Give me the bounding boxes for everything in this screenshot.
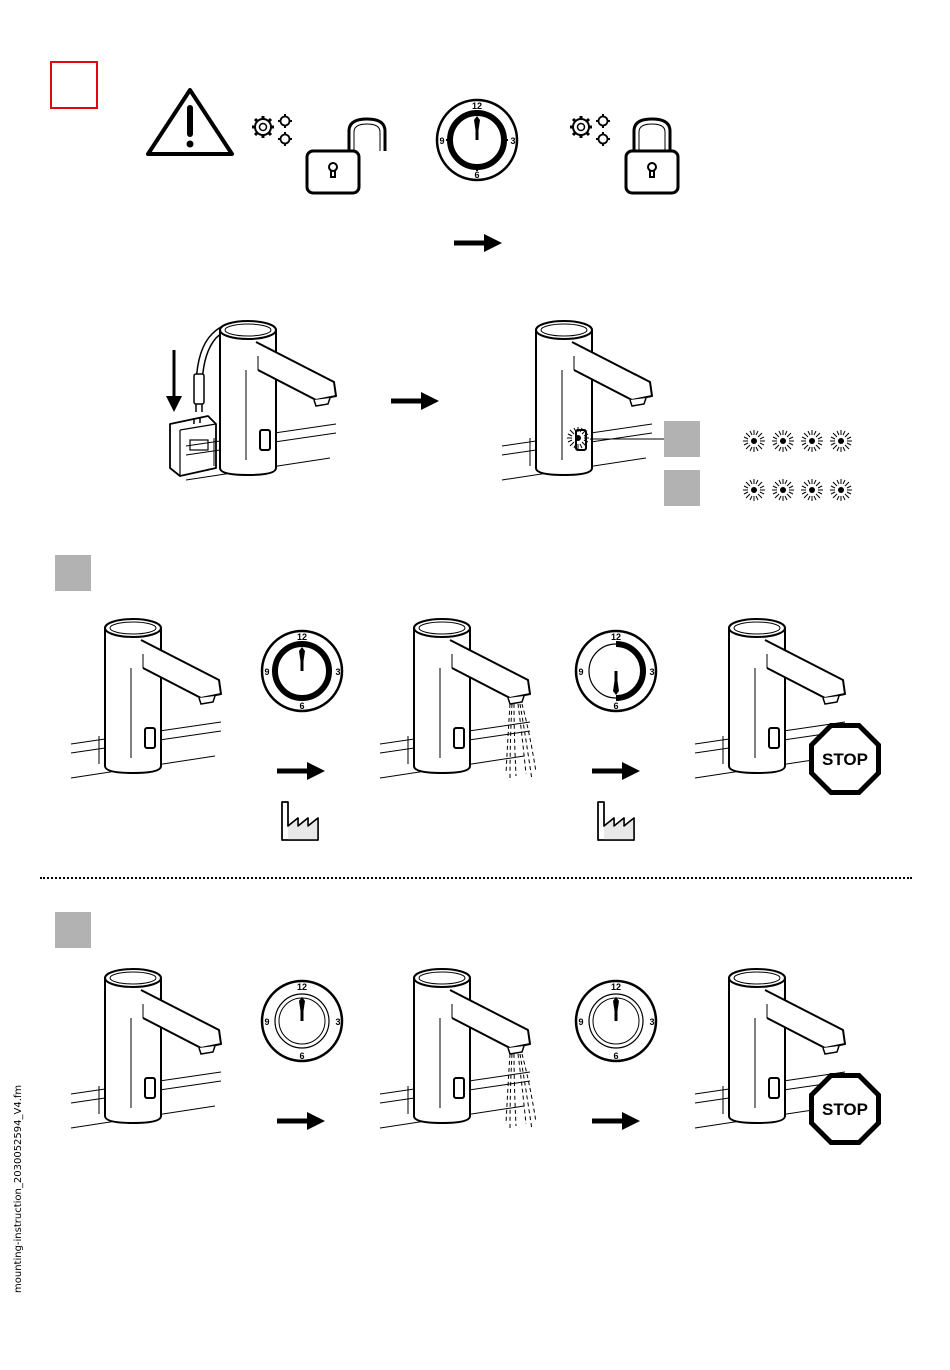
clock-icon: 12 3 6 9 (259, 629, 345, 713)
water-spray (510, 704, 550, 784)
factory-icon (596, 800, 636, 842)
warning-triangle-icon (144, 86, 236, 158)
arrow-right-icon (592, 1112, 640, 1130)
water-spray (510, 1054, 550, 1134)
arrow-right-icon (592, 762, 640, 780)
clock-number-12: 12 (611, 982, 621, 992)
clock-number-6: 6 (613, 1051, 618, 1061)
padlock-closed-icon (624, 115, 680, 195)
clock-number-6: 6 (299, 1051, 304, 1061)
grey-marker (55, 912, 91, 948)
clock-number-3: 3 (335, 667, 340, 677)
clock-number-6: 6 (613, 701, 618, 711)
stop-label: STOP (822, 750, 868, 769)
clock-number-9: 9 (578, 667, 583, 677)
stop-sign-icon: STOP (808, 1072, 882, 1146)
padlock-open-icon (305, 115, 395, 195)
clock-number-9: 9 (578, 1017, 583, 1027)
leader-line (590, 437, 670, 441)
clock-number-9: 9 (264, 667, 269, 677)
clock-icon: 12 3 6 9 (434, 98, 520, 182)
arrow-right-icon (391, 392, 439, 410)
clock-number-6: 6 (299, 701, 304, 711)
arrow-right-icon (277, 1112, 325, 1130)
stop-sign-icon: STOP (808, 722, 882, 796)
clock-number-12: 12 (297, 982, 307, 992)
arrow-right-icon (454, 234, 502, 252)
sensor-faucet-icon (218, 320, 378, 520)
led-blink-sequence (740, 425, 860, 505)
clock-number-12: 12 (297, 632, 307, 642)
grey-marker (664, 470, 700, 506)
clock-icon: 12 3 6 9 (573, 979, 659, 1063)
clock-number-3: 3 (335, 1017, 340, 1027)
clock-number-6: 6 (474, 170, 479, 180)
section-divider (40, 877, 912, 879)
stop-label: STOP (822, 1100, 868, 1119)
arrow-right-icon (277, 762, 325, 780)
clock-number-9: 9 (264, 1017, 269, 1027)
clock-number-9: 9 (439, 136, 444, 146)
clock-number-3: 3 (649, 667, 654, 677)
file-label: mounting-instruction_2030052594_V4.fm (13, 1085, 24, 1293)
grey-marker (664, 421, 700, 457)
led-blink-icon (578, 438, 598, 458)
clock-number-3: 3 (649, 1017, 654, 1027)
clock-number-12: 12 (472, 101, 482, 111)
clock-icon: 12 3 6 9 (573, 629, 659, 713)
clock-number-12: 12 (611, 632, 621, 642)
sensor-faucet-icon (103, 968, 263, 1168)
factory-icon (280, 800, 320, 842)
clock-number-3: 3 (510, 136, 515, 146)
red-step-marker (50, 61, 98, 109)
gears-icon (567, 113, 615, 149)
sensor-faucet-icon (103, 618, 263, 818)
gears-icon (249, 113, 297, 149)
clock-icon: 12 3 6 9 (259, 979, 345, 1063)
grey-marker (55, 555, 91, 591)
